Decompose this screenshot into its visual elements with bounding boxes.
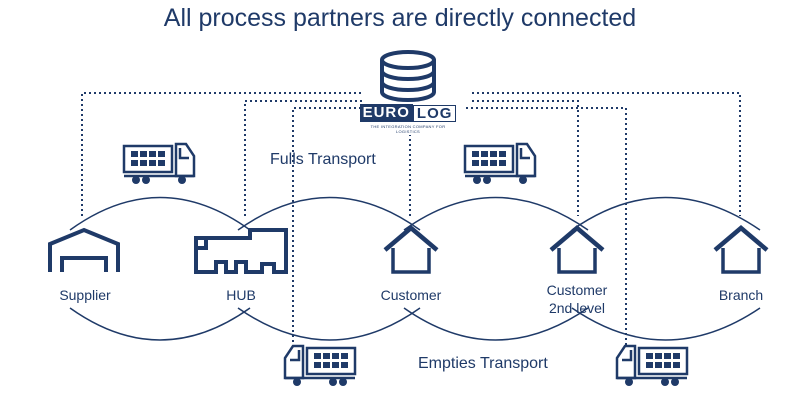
house-icon <box>551 228 603 272</box>
node-label-branch: Branch <box>718 287 764 303</box>
truck-icon <box>122 142 196 186</box>
node-label-hub: HUB <box>226 287 256 303</box>
fulls-transport-label: Fulls Transport <box>270 151 376 168</box>
empties-arcs <box>69 307 761 341</box>
database-icon <box>380 50 436 102</box>
house-icon <box>715 228 767 272</box>
logo-part-euro: EURO <box>359 104 413 122</box>
truck-icon <box>617 346 687 386</box>
logo-tagline: THE INTEGRATION COMPANY FOR LOGISTICS <box>370 124 446 134</box>
node-label-customer-2nd-level: Customer 2nd level <box>532 281 622 317</box>
node-label-line2: 2nd level <box>548 300 606 316</box>
logo-part-log: LOG <box>412 104 457 122</box>
node-label-line1: Customer <box>546 282 608 298</box>
node-label-supplier: Supplier <box>59 287 111 303</box>
page-title: All process partners are directly connec… <box>163 4 637 32</box>
warehouse-icon <box>48 227 120 272</box>
empties-transport-label: Empties Transport <box>418 355 548 372</box>
dotted-connections <box>81 92 741 345</box>
factory-icon <box>194 228 288 274</box>
fulls-arcs <box>69 196 761 231</box>
truck-icon <box>285 346 355 386</box>
node-label-customer: Customer <box>380 287 442 303</box>
truck-icon <box>463 142 537 186</box>
house-icon <box>385 228 437 272</box>
